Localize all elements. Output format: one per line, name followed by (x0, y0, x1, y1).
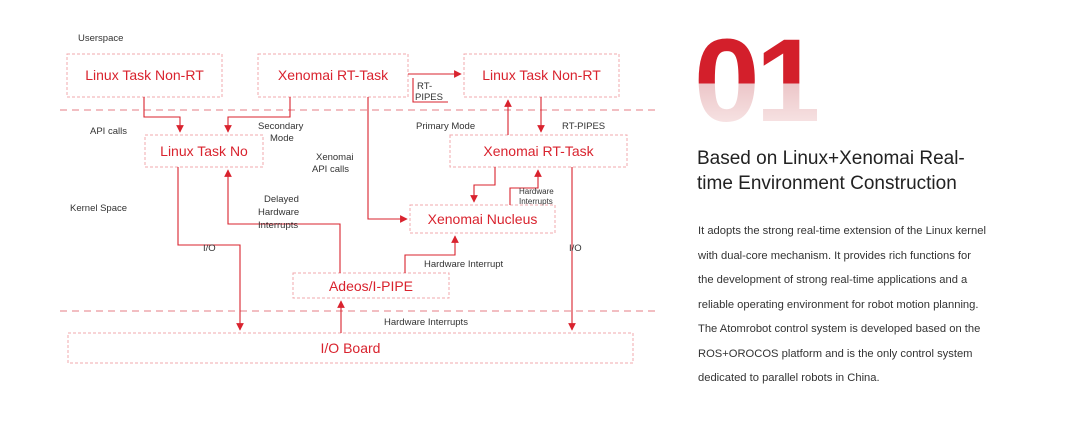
description-line: reliable operating environment for robot… (698, 298, 979, 311)
box-label: Xenomai RT-Task (278, 67, 389, 83)
box-linux-task-no: Linux Task No (144, 134, 264, 168)
zone-label-api-calls: API calls (90, 126, 127, 137)
box-label: Linux Task Non-RT (482, 67, 601, 83)
label-primary-mode: Primary Mode (416, 121, 475, 132)
description-line: ROS+OROCOS platform and is the only cont… (698, 347, 973, 360)
description-line: the development of strong real-time appl… (698, 274, 968, 286)
box-label: I/O Board (321, 340, 381, 356)
label-delayed-2: Hardware (258, 207, 299, 218)
label-hardware-interrupt: Hardware Interrupt (424, 259, 504, 270)
box-label: Adeos/I-PIPE (329, 278, 413, 294)
label-secondary-mode-1: Secondary (258, 121, 304, 132)
arrow-rttask-to-taskno (224, 97, 291, 133)
description-line: dedicated to parallel robots in China. (698, 372, 880, 384)
label-secondary-mode-2: Mode (270, 133, 294, 144)
description-line: The Atomrobot control system is develope… (698, 323, 981, 335)
box-xenomai-nucleus: Xenomai Nucleus (409, 204, 556, 234)
arrow-api-calls-to-nucleus (367, 97, 408, 223)
box-io-board: I/O Board (67, 332, 634, 364)
label-rt-pipes-2: PIPES (415, 92, 443, 103)
label-hardware-interrupts-bottom: Hardware Interrupts (384, 317, 468, 328)
box-xenomai-rt-task-mid: Xenomai RT-Task (449, 134, 628, 168)
arrow-adeos-to-taskno (224, 169, 341, 273)
label-io-right: I/O (569, 243, 582, 254)
description-line: with dual-core mechanism. It provides ri… (698, 249, 971, 262)
zone-label-userspace: Userspace (78, 33, 123, 44)
zone-label-kernel-space: Kernel Space (70, 203, 127, 214)
box-xenomai-rt-task-top: Xenomai RT-Task (257, 53, 409, 98)
label-rt-pipes-right: RT-PIPES (562, 121, 605, 132)
xenomai-architecture-diagram: Userspace API calls Kernel Space Linux T… (60, 33, 655, 364)
label-delayed-3: Interrupts (258, 220, 298, 231)
label-xenomai-api-2: API calls (312, 164, 349, 175)
box-label: Linux Task No (160, 143, 248, 159)
section-number: 01 (694, 15, 821, 147)
box-label: Xenomai Nucleus (428, 211, 538, 227)
box-linux-task-nonrt-left: Linux Task Non-RT (66, 53, 223, 98)
arrow-nonrt-to-taskno (143, 97, 184, 133)
box-adeos-ipipe: Adeos/I-PIPE (292, 272, 450, 299)
box-label: Xenomai RT-Task (483, 143, 594, 159)
box-label: Linux Task Non-RT (85, 67, 204, 83)
rt-pipes-bracket (412, 78, 448, 103)
section-description: It adopts the strong real-time extension… (698, 219, 1043, 391)
label-xenomai-api-1: Xenomai (316, 152, 354, 163)
label-hw-interrupts-small-2: Interrupts (519, 197, 553, 206)
label-rt-pipes-1: RT- (417, 81, 432, 92)
label-io-left: I/O (203, 243, 216, 254)
arrow-rttask-to-nucleus (470, 167, 496, 203)
box-linux-task-nonrt-right: Linux Task Non-RT (463, 53, 620, 98)
section-heading: Based on Linux+Xenomai Real- time Enviro… (697, 146, 1037, 196)
heading-line-1: Based on Linux+Xenomai Real- (697, 148, 965, 169)
heading-line-2: time Environment Construction (697, 173, 957, 194)
label-hw-interrupts-small-1: Hardware (519, 187, 554, 196)
arrow-taskno-to-io (177, 167, 244, 331)
description-line: It adopts the strong real-time extension… (698, 225, 986, 237)
arrow-nucleus-to-rttask (509, 169, 542, 205)
arrow-adeos-to-nucleus (404, 235, 459, 273)
label-delayed-1: Delayed (264, 194, 299, 205)
